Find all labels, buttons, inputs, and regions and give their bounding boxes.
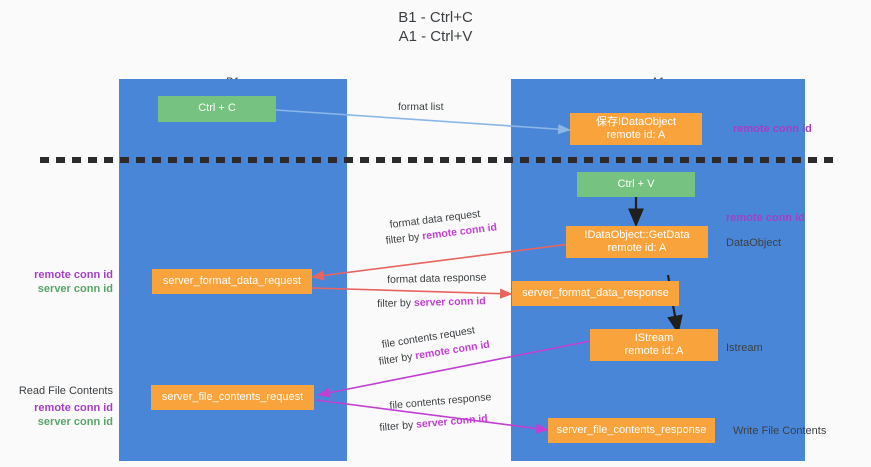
connector-format-data-request [311, 243, 571, 281]
connector-format-list [275, 109, 571, 135]
annotation-right-dataobject: DataObject [726, 237, 782, 249]
node-save-idataobject[interactable]: 保存IDataObject remote id: A [570, 113, 702, 145]
edge-label-format-list: format list [398, 101, 444, 113]
annotation-left-bottom-remote-conn-id: remote conn id [34, 402, 113, 414]
annotation-right-istream: Istream [726, 342, 763, 354]
annotation-right-remote-conn-id-mid: remote conn id [726, 212, 805, 224]
filter-prefix: filter by [377, 297, 415, 310]
annotation-left-bottom-server-conn-id: server conn id [37, 416, 113, 428]
annotation-right-remote-conn-id-top: remote conn id [733, 123, 812, 135]
connector-file-contents-response [315, 399, 549, 434]
diagram-title-line1: B1 - Ctrl+C [398, 9, 473, 26]
annotation-left-read-file-contents: Read File Contents [18, 385, 113, 397]
node-server-file-contents-response[interactable]: server_file_contents_response [548, 418, 715, 443]
node-idataobject-getdata[interactable]: IDataObject::GetData remote id: A [566, 226, 708, 258]
phase-divider [40, 157, 836, 163]
annotation-right-write-file-contents: Write File Contents [733, 425, 827, 437]
node-ctrl-v[interactable]: Ctrl + V [577, 172, 695, 197]
node-server-format-data-request[interactable]: server_format_data_request [152, 269, 312, 294]
annotation-left-server-conn-id: server conn id [37, 283, 113, 295]
connector-file-contents-request [317, 340, 591, 398]
diagram-title-line2: A1 - Ctrl+V [398, 28, 473, 45]
node-ctrl-c[interactable]: Ctrl + C [158, 96, 276, 122]
annotation-left-remote-conn-id: remote conn id [34, 269, 113, 281]
edge-label-format-data-response: format data response [387, 271, 487, 286]
filter-prefix: filter by [379, 418, 417, 434]
node-server-file-contents-request[interactable]: server_file_contents_request [151, 385, 314, 410]
filter-key-server-conn-id: server conn id [413, 295, 486, 310]
connector-format-data-response [311, 287, 513, 299]
node-istream[interactable]: IStream remote id: A [590, 329, 718, 361]
node-server-format-data-response[interactable]: server_format_data_response [512, 281, 679, 306]
